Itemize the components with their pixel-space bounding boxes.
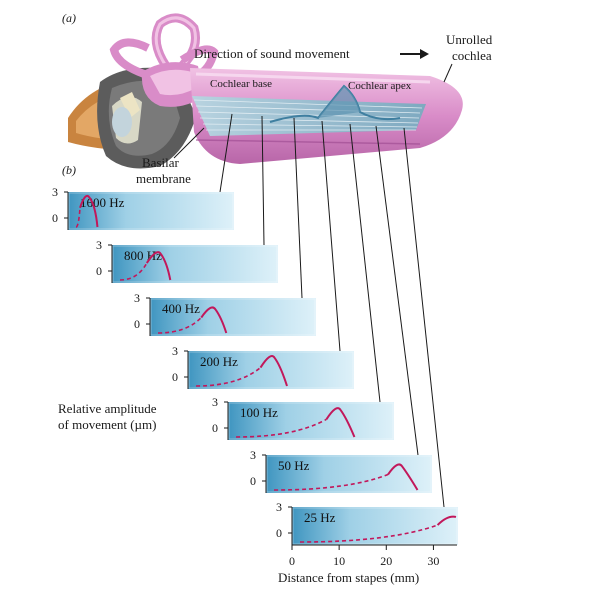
ylabel-line-2: of movement (µm): [58, 417, 156, 432]
wave-envelope-rising: [299, 524, 438, 543]
panel-50-hz: 3 0 50 Hz: [250, 448, 432, 493]
xlabel: Distance from stapes (mm): [278, 570, 419, 585]
unrolled-label-1: Unrolled: [446, 32, 493, 47]
leader-400-hz: [293, 117, 303, 299]
wave-envelope-rising: [75, 207, 81, 228]
panel-25-hz: 3 0 25 Hz: [276, 500, 458, 545]
panel-100-hz: 3 0 100 Hz: [212, 395, 394, 440]
panel-background: [266, 455, 432, 493]
unrolled-leader-line: [443, 63, 453, 83]
leader-800-hz: [261, 115, 265, 246]
panel-background: [188, 351, 354, 389]
panel-200-hz: 3 0 200 Hz: [172, 344, 354, 389]
panel-highlight: [150, 298, 316, 336]
leader-200-hz: [321, 120, 341, 352]
y-tick-label: 3: [276, 500, 282, 514]
y-tick-label: 0: [52, 211, 58, 225]
wave-envelope-peak: [325, 407, 356, 438]
cochlear-base-label: Cochlear base: [210, 78, 272, 90]
ylabel-line-1: Relative amplitude: [58, 401, 157, 416]
y-tick-label: 0: [250, 474, 256, 488]
panel-background: [228, 402, 394, 440]
frequency-label: 800 Hz: [124, 248, 162, 263]
panel-background: [292, 507, 458, 545]
wave-envelope-peak: [79, 194, 99, 228]
wave-envelope-peak: [436, 515, 457, 526]
wave-envelope-rising: [235, 418, 327, 438]
panel-400-hz: 3 0 400 Hz: [134, 291, 316, 336]
wave-envelope-peak: [259, 355, 288, 387]
panel-800-hz: 3 0 800 Hz: [96, 238, 278, 283]
y-tick-label: 3: [134, 291, 140, 305]
unrolled-cochlea-illustration: [190, 68, 463, 164]
basilar-label-1: Basilar: [142, 155, 179, 170]
x-tick-label: 20: [380, 554, 392, 568]
x-tick-label: 10: [333, 554, 345, 568]
panel-a-tag: (a): [62, 11, 76, 25]
y-tick-label: 3: [52, 185, 58, 199]
y-tick-label: 0: [172, 370, 178, 384]
wave-envelope-peak: [145, 251, 172, 281]
basilar-label-2: membrane: [136, 171, 191, 186]
wave-envelope-rising: [157, 316, 202, 334]
basilar-leader-line: [173, 127, 205, 159]
panel-background: [112, 245, 278, 283]
cochlear-apex-label: Cochlear apex: [348, 80, 412, 92]
frequency-label: 100 Hz: [240, 405, 278, 420]
panel-highlight: [228, 402, 394, 440]
wave-envelope-peak: [387, 463, 419, 491]
panel-highlight: [188, 351, 354, 389]
leader-1600-hz: [219, 113, 233, 193]
direction-label: Direction of sound movement: [194, 46, 350, 61]
panel-highlight: [292, 507, 458, 545]
panel-highlight: [266, 455, 432, 493]
panel-1600-hz: 3 0 1600 Hz: [52, 185, 234, 230]
y-tick-label: 0: [276, 526, 282, 540]
direction-arrowhead: [420, 49, 429, 59]
frequency-label: 400 Hz: [162, 301, 200, 316]
frequency-label: 1600 Hz: [80, 195, 125, 210]
y-tick-label: 0: [134, 317, 140, 331]
y-tick-label: 3: [250, 448, 256, 462]
frequency-label: 50 Hz: [278, 458, 310, 473]
frequency-label: 25 Hz: [304, 510, 336, 525]
wave-envelope-rising: [195, 366, 262, 387]
frequency-label: 200 Hz: [200, 354, 238, 369]
leader-25-hz: [403, 127, 445, 508]
panel-highlight: [112, 245, 278, 283]
y-tick-label: 0: [96, 264, 102, 278]
wave-envelope-rising: [119, 262, 148, 281]
y-tick-label: 0: [212, 421, 218, 435]
y-tick-label: 3: [172, 344, 178, 358]
x-tick-label: 0: [289, 554, 295, 568]
leader-50-hz: [375, 125, 419, 456]
unrolled-label-2: cochlea: [452, 48, 492, 63]
x-tick-label: 30: [427, 554, 439, 568]
y-tick-label: 3: [96, 238, 102, 252]
panel-b-tag: (b): [62, 163, 76, 177]
distance-axis: 0 10 20 30: [289, 544, 457, 568]
wave-envelope-rising: [273, 473, 389, 491]
membrane-leader-lines: [219, 113, 445, 508]
panel-highlight: [68, 192, 234, 230]
ear-anatomy-illustration: [68, 13, 219, 169]
panel-background: [150, 298, 316, 336]
frequency-panels: 3 0 1600 Hz 3 0 800 Hz 3 0 400 Hz 3 0 200 Hz 3 0 100 H…: [52, 185, 458, 545]
wave-envelope-peak: [200, 306, 228, 334]
leader-100-hz: [349, 123, 381, 403]
y-tick-label: 3: [212, 395, 218, 409]
